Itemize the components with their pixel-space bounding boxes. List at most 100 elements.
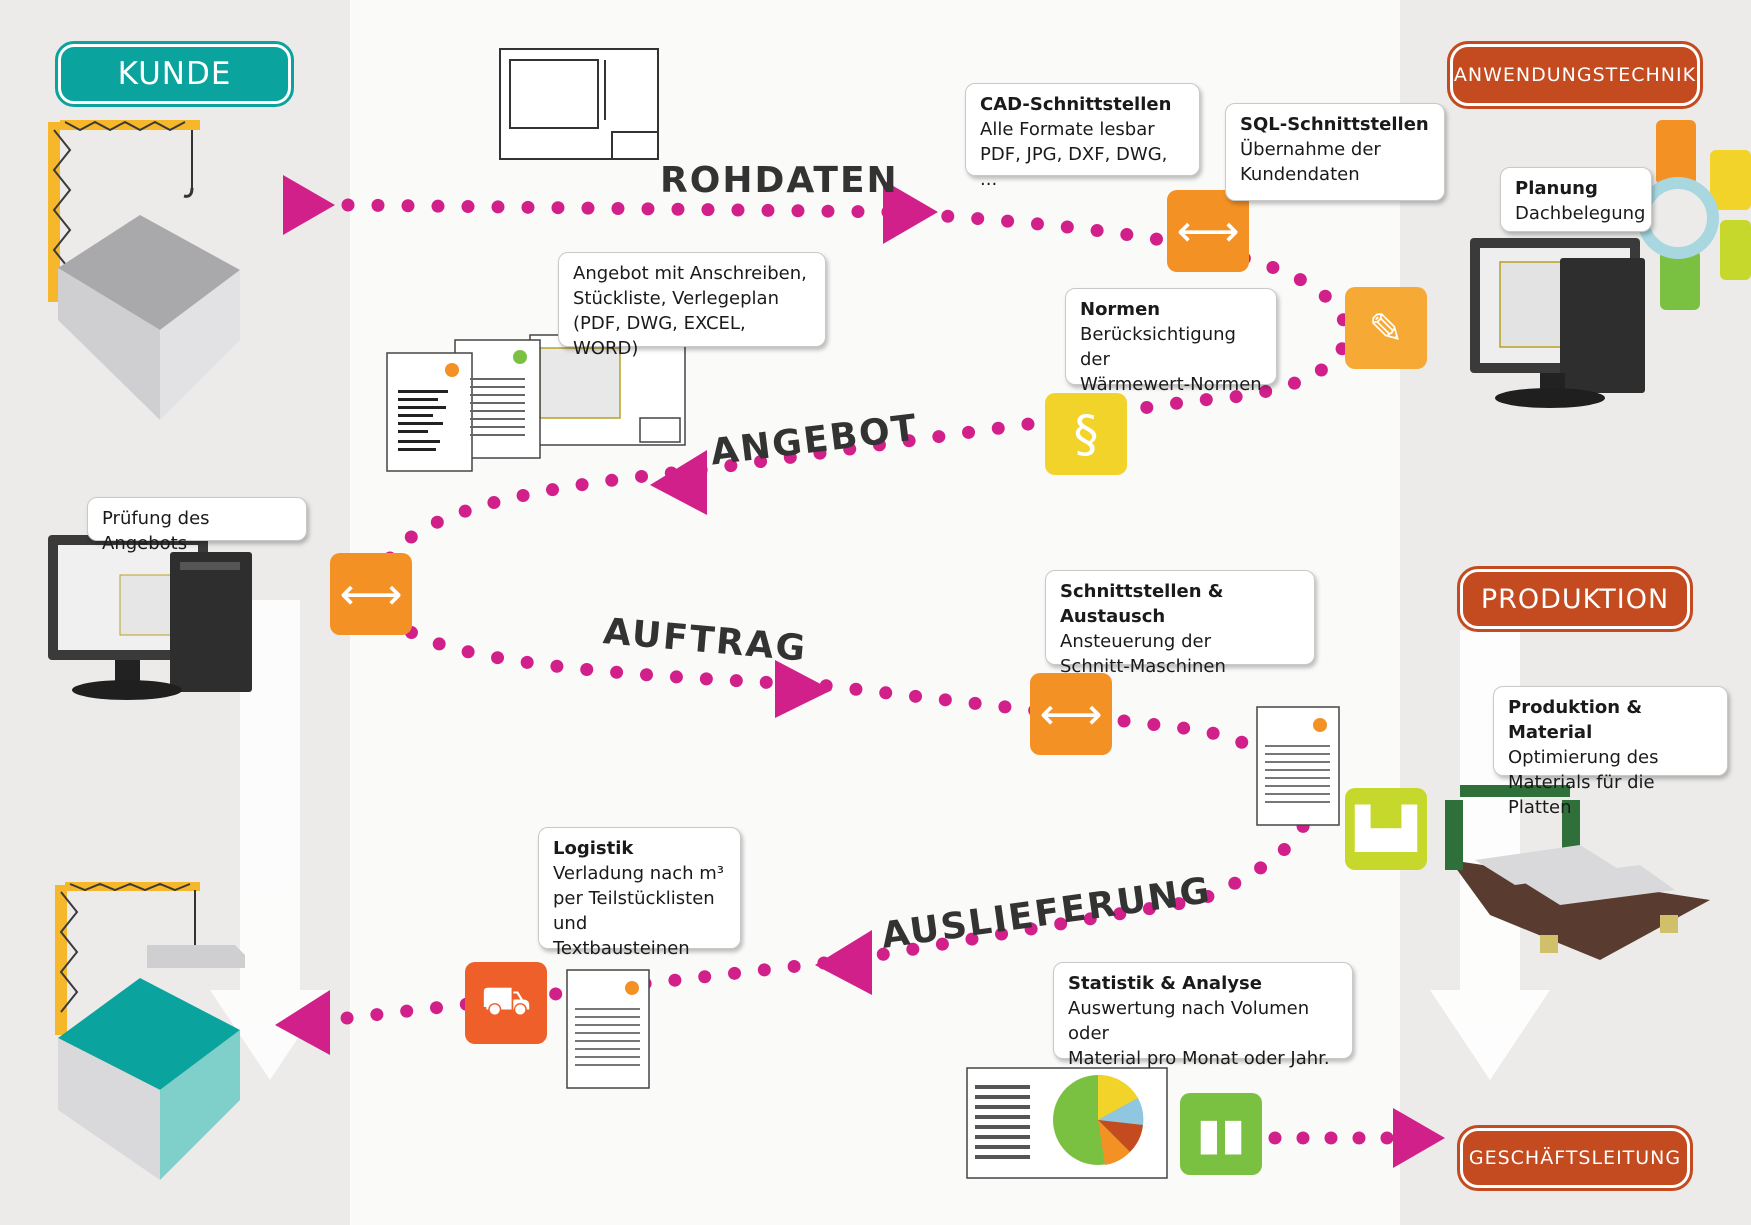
flow-dot [1054,917,1068,931]
flow-dot [1147,718,1161,732]
flow-dot [635,469,649,483]
flow-dot [1030,217,1044,231]
flow-dot [968,696,982,710]
flow-dot [341,198,355,212]
bubble-logistik-line3: und Textbausteinen [553,913,690,959]
flow-dot [487,496,501,510]
flow-dot [935,937,949,951]
crane-bottom-icon [55,882,245,1035]
bubble-produktion-line2: Materials für die Platten [1508,772,1655,818]
exchange-icon: ⟷ [1167,190,1249,272]
flow-arrows [275,175,1445,1168]
flow-dot [902,434,916,448]
bubble-produktion: Produktion & Material Optimierung des Ma… [1493,686,1728,818]
bubble-angebot: Angebot mit Anschreiben, Stückliste, Ver… [558,252,826,359]
bubble-cad-title: CAD-Schnittstellen [980,94,1172,115]
bubble-normen: Normen Berücksichtigung der Wärmewert-No… [1065,288,1277,395]
arrow-right-2 [883,180,938,244]
flow-dot [429,1001,443,1015]
bubble-statistik-title: Statistik & Analyse [1068,973,1262,994]
bubble-cad: CAD-Schnittstellen Alle Formate lesbar P… [965,83,1200,190]
factory-icon: ▙▟ [1345,788,1427,870]
flow-dot [1024,922,1038,936]
flow-dot [906,942,920,956]
flow-dot [971,212,985,226]
flow-dot [941,209,955,223]
bubble-logistik: Logistik Verladung nach m³ per Teilstück… [538,827,741,959]
crane-top-icon [48,120,200,302]
bubble-schnitt-title: Schnittstellen & Austausch [1060,581,1224,627]
flow-dot [1318,289,1332,303]
flow-dot [605,473,619,487]
flow-dot [1172,897,1186,911]
flow-dot [516,489,530,503]
arrow-right-4 [1393,1108,1445,1168]
bubble-sql: SQL-Schnittstellen Übernahme der Kundend… [1225,103,1445,201]
flow-dots [340,198,1394,1145]
role-geschaeftsleitung: GESCHÄFTSLEITUNG [1457,1125,1693,1191]
flow-dot [1229,390,1243,404]
flow-dot [1140,400,1154,414]
flow-dot [430,515,444,529]
bubble-angebot-line2: Stückliste, Verlegeplan [573,288,779,309]
bubble-planung-line1: Dachbelegung [1515,203,1646,224]
roof-teal-icon [58,978,240,1180]
flow-dot [998,700,1012,714]
flow-dot [546,483,560,497]
flow-dot [1293,273,1307,287]
flow-dot [699,672,713,686]
flow-dot [783,450,797,464]
delivery-list-icon [566,969,650,1089]
flow-dot [370,1008,384,1022]
arrow-left-2 [815,930,872,995]
flow-dot [724,459,738,473]
flow-dot [1149,232,1163,246]
drawing-sheet-icon [499,48,659,160]
flow-dot [872,438,886,452]
flow-dot [932,430,946,444]
flow-dot [400,1004,414,1018]
bubble-logistik-line1: Verladung nach m³ [553,863,725,884]
flow-dot [340,1011,354,1025]
flow-dot [1314,363,1328,377]
flow-dot [549,987,563,1001]
flow-dot [575,478,589,492]
flow-dot [669,670,683,684]
role-produktion: PRODUKTION [1457,566,1693,632]
roof-grey-icon [58,215,240,420]
statistics-report-icon [966,1067,1168,1179]
cutting-list-icon [1256,706,1340,826]
bubble-sql-line2: Kundendaten [1240,164,1360,185]
flow-dot [879,686,893,700]
bubble-sql-line1: Übernahme der [1240,139,1381,160]
bubble-planung: Planung Dachbelegung [1500,167,1652,232]
bubble-schnitt-line2: Schnitt-Maschinen [1060,656,1226,677]
bubble-angebot-line1: Angebot mit Anschreiben, [573,263,807,284]
flow-dot [1177,721,1191,735]
flow-dot [813,446,827,460]
flow-dot [701,203,715,217]
flow-dot [849,682,863,696]
flow-dot [909,689,923,703]
flow-dot [401,199,415,213]
flow-dot [698,970,712,984]
flow-dot [1201,889,1215,903]
flow-dot [821,204,835,218]
bubble-schnitt: Schnittstellen & Austausch Ansteuerung d… [1045,570,1315,677]
flow-dot [610,665,624,679]
bubble-produktion-title: Produktion & Material [1508,697,1643,743]
flow-dot [1287,376,1301,390]
flow-dot [995,927,1009,941]
arrow-right-3 [775,660,832,718]
module-wheel-icon [1637,120,1751,310]
flow-dot [551,201,565,215]
flow-dot [1021,417,1035,431]
flow-dot [728,966,742,980]
truck-icon: ⛟ [465,962,547,1044]
flow-dot [1352,1131,1366,1145]
role-kunde: KUNDE [55,41,294,107]
flow-dot [1199,393,1213,407]
flow-dot [729,674,743,688]
exchange-icon: ⟷ [330,553,412,635]
flow-dot [461,645,475,659]
